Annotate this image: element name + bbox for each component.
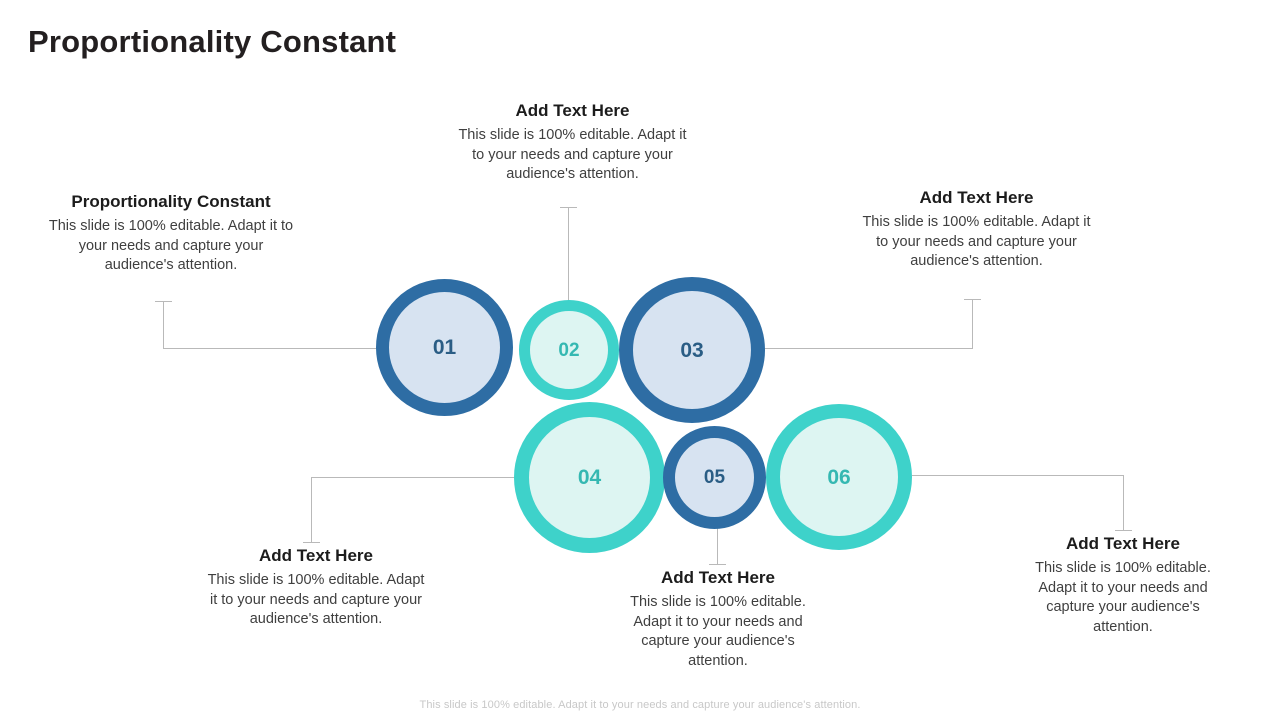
step-heading-01[interactable]: Proportionality Constant: [71, 192, 271, 211]
step-number-06: 06: [827, 465, 851, 489]
step-body-06[interactable]: This slide is 100% editable. Adapt it to…: [1035, 560, 1211, 635]
step-body-02[interactable]: This slide is 100% editable. Adapt it to…: [458, 127, 687, 182]
connector-03: [762, 300, 974, 350]
step-circle-02[interactable]: 02: [519, 300, 619, 400]
step-number-01: 01: [432, 336, 457, 359]
step-text-block-05: Add Text Here This slide is 100% editabl…: [613, 568, 823, 671]
page-title: Proportionality Constant: [28, 24, 397, 59]
step-circle-06[interactable]: 06: [766, 404, 912, 550]
step-heading-02[interactable]: Add Text Here: [515, 101, 630, 120]
step-number-05: 05: [703, 467, 726, 488]
step-body-01[interactable]: This slide is 100% editable. Adapt it to…: [48, 218, 294, 273]
step-text-block-04: Add Text Here This slide is 100% editabl…: [206, 546, 426, 630]
step-circle-05[interactable]: 05: [663, 426, 766, 529]
step-number-04: 04: [577, 466, 602, 489]
step-text-block-02: Add Text Here This slide is 100% editabl…: [458, 101, 687, 185]
connector-01: [162, 302, 381, 350]
step-text-block-01: Proportionality Constant This slide is 1…: [48, 192, 294, 276]
step-heading-03[interactable]: Add Text Here: [919, 188, 1034, 207]
step-text-block-06: Add Text Here This slide is 100% editabl…: [1018, 534, 1228, 637]
connector-06: [912, 474, 1125, 531]
step-heading-06[interactable]: Add Text Here: [1066, 534, 1180, 553]
step-circle-01[interactable]: 01: [376, 279, 513, 416]
step-circle-03[interactable]: 03: [619, 277, 765, 423]
step-body-04[interactable]: This slide is 100% editable. Adapt it to…: [207, 572, 425, 627]
step-heading-05[interactable]: Add Text Here: [661, 568, 775, 587]
step-heading-04[interactable]: Add Text Here: [259, 546, 373, 565]
step-circle-04[interactable]: 04: [514, 402, 665, 553]
step-text-block-03: Add Text Here This slide is 100% editabl…: [858, 188, 1095, 272]
step-body-03[interactable]: This slide is 100% editable. Adapt it to…: [862, 214, 1091, 269]
step-number-02: 02: [558, 339, 580, 361]
step-number-03: 03: [680, 338, 704, 362]
connector-04: [310, 476, 518, 543]
footer-note: This slide is 100% editable. Adapt it to…: [419, 699, 861, 711]
step-body-05[interactable]: This slide is 100% editable. Adapt it to…: [630, 594, 806, 669]
